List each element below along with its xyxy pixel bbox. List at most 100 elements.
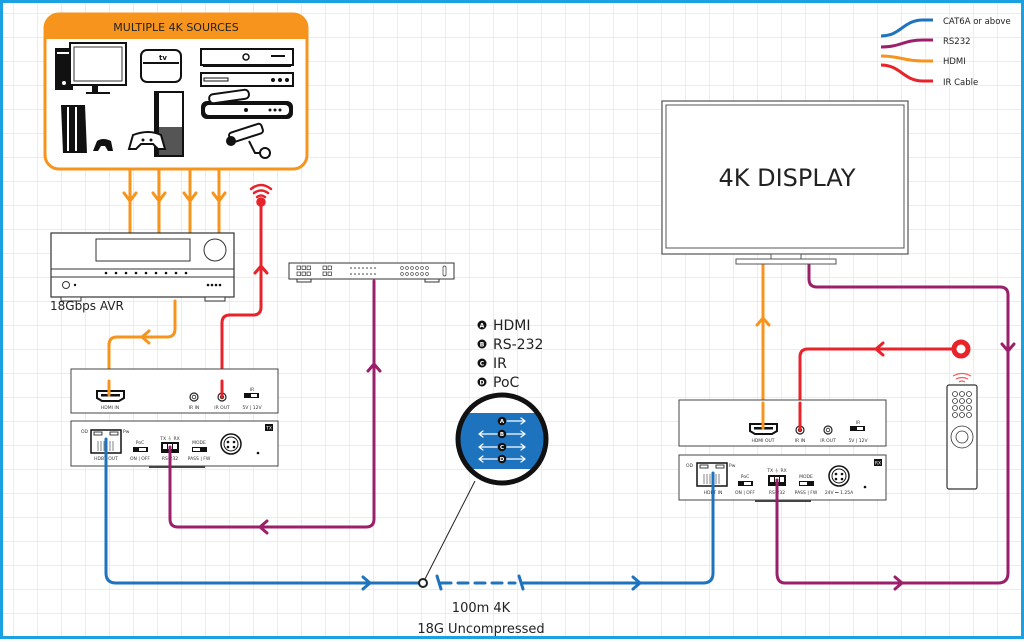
tx-pw-label: Pw <box>123 429 130 435</box>
rx-ir-voltage-switch: IR 5V | 12V <box>848 420 868 444</box>
magnifier-badge-b: B <box>500 432 504 438</box>
magnifier-badge-c: C <box>500 445 504 451</box>
bluray-player-icon <box>200 72 294 87</box>
signal-label-ir: IR <box>493 356 507 372</box>
diagram-svg: CAT6A or above RS232 HDMI IR Cable MULTI… <box>43 12 1016 637</box>
cable-box-icon <box>201 88 293 119</box>
magnifier-badge-a: A <box>500 419 505 425</box>
magnifier-badge-d: D <box>500 457 505 463</box>
rx-rs232-pins: TX ⏚ RX <box>766 467 786 474</box>
tx-badge-text: TX <box>265 426 272 432</box>
tx-led-label: OD <box>81 429 89 435</box>
playstation-icon <box>61 105 113 153</box>
tx-ir-voltage-switch: IR 5V | 12V <box>242 387 262 411</box>
signal-label-hdmi: HDMI <box>493 318 531 334</box>
tx-extender: HDMI IN IR IN IR OUT IR 5V | 12V TX OD <box>70 368 279 468</box>
tx-ir-in-port: IR IN <box>189 392 200 411</box>
rx-extender: HDMI OUT IR IN IR OUT IR 5V | 12V RX OD <box>678 399 887 502</box>
legend-label-rs232: RS232 <box>943 37 971 47</box>
tx-power-led <box>256 451 260 455</box>
hdbt-cable-tx-to-rx <box>104 441 715 591</box>
signal-item-hdmi: A HDMI <box>477 318 531 334</box>
tx-power-connector <box>220 433 242 455</box>
tx-mode-label: PASS | FW <box>188 456 211 462</box>
display-device: 4K DISPLAY <box>661 100 909 265</box>
legend-swatch-rs232 <box>880 38 933 49</box>
tx-poc-title: PoC <box>136 440 144 446</box>
legend-label-cat6a: CAT6A or above <box>943 17 1011 27</box>
rx-hdmi-out-label: HDMI OUT <box>751 438 774 444</box>
signal-badge-d: D <box>480 380 485 387</box>
signal-item-rs232: B RS-232 <box>477 337 543 353</box>
cable-callout-anchor <box>418 578 428 588</box>
tx-mode-title: MODE <box>192 440 206 446</box>
tx-hdmi-in-label: HDMI IN <box>101 405 119 411</box>
cctv-camera-icon <box>226 122 271 159</box>
rx-led-label: OD <box>686 463 694 469</box>
rx-ir-switch-label: 5V | 12V <box>848 438 868 444</box>
rx-pw-label: Pw <box>729 463 736 469</box>
rx-poc-switch: PoC ON | OFF <box>735 474 755 496</box>
signal-badge-c: C <box>480 361 485 368</box>
cable-length-label: 100m 4K <box>452 601 511 616</box>
rx-poc-title: PoC <box>741 474 749 480</box>
rx-ir-out-port: IR OUT <box>820 425 836 444</box>
set-top-box-icon <box>200 48 294 67</box>
legend-swatch-cat6a <box>880 18 933 38</box>
rx-ir-in-label: IR IN <box>795 438 806 444</box>
ir-remote-icon <box>946 372 978 490</box>
signal-list: A HDMI B RS-232 C IR D PoC <box>477 318 543 391</box>
tx-poc-switch: PoC ON | OFF <box>130 440 150 462</box>
avr-label: 18Gbps AVR <box>50 299 124 313</box>
rx-ir-out-label: IR OUT <box>820 438 836 444</box>
hdmi-cable-avr-to-tx <box>107 299 177 397</box>
tx-rs232-pins: TX ⏚ RX <box>159 435 179 442</box>
hdmi-source-cables <box>122 168 227 235</box>
rx-mode-label: PASS | FW <box>795 490 818 496</box>
tx-ir-switch-title: IR <box>250 387 254 393</box>
legend-label-ir: IR Cable <box>943 78 978 88</box>
cable-callout-line <box>424 480 476 580</box>
ir-emitter-icon <box>249 183 273 207</box>
cable-spec-label: 18G Uncompressed <box>417 622 544 637</box>
rx-mode-title: MODE <box>799 474 813 480</box>
legend-label-hdmi: HDMI <box>943 57 966 67</box>
rx-power-led <box>863 485 867 489</box>
legend: CAT6A or above RS232 HDMI IR Cable <box>880 17 1011 88</box>
avr-device <box>50 232 235 302</box>
sources-title-bar <box>45 14 307 39</box>
pc-icon <box>55 42 127 94</box>
apple-tv-icon: tv <box>140 49 182 83</box>
tx-ir-switch-label: 5V | 12V <box>242 405 262 411</box>
tx-mode-switch: MODE PASS | FW <box>188 440 211 462</box>
ir-cable-receiver-to-rx <box>798 339 971 430</box>
tx-hdmi-in-port: HDMI IN <box>96 390 125 411</box>
sources-panel: MULTIPLE 4K SOURCES tv <box>43 12 309 171</box>
legend-swatch-hdmi <box>880 54 933 63</box>
cable-magnifier: A B C D <box>455 392 549 486</box>
rx-poc-label: ON | OFF <box>735 490 755 496</box>
signal-badge-b: B <box>480 342 485 349</box>
display-label: 4K DISPLAY <box>718 164 855 192</box>
ir-cable-tx-to-emitter <box>220 203 269 397</box>
signal-label-rs232: RS-232 <box>493 337 543 353</box>
rx-mode-switch: MODE PASS | FW <box>795 474 818 496</box>
port-wire-overlays <box>104 379 802 502</box>
network-switch-device <box>288 262 455 283</box>
sources-title: MULTIPLE 4K SOURCES <box>113 21 238 34</box>
rx-ir-switch-title: IR <box>856 420 860 426</box>
rs232-cable-display-to-rx <box>775 261 1016 591</box>
apple-tv-logo: tv <box>159 54 167 62</box>
signal-item-ir: C IR <box>477 356 507 372</box>
signal-label-poc: PoC <box>493 375 520 391</box>
rx-power-label: 24V ⎓ 1.25A <box>825 490 854 496</box>
rs232-cable-tx-to-switch <box>168 279 382 535</box>
tx-badge <box>265 424 273 431</box>
signal-badge-a: A <box>480 323 485 330</box>
rx-power-connector: 24V ⎓ 1.25A <box>825 465 854 496</box>
rx-badge-text: RX <box>875 461 881 467</box>
tx-ir-in-label: IR IN <box>189 405 200 411</box>
signal-item-poc: D PoC <box>477 375 520 391</box>
tx-poc-label: ON | OFF <box>130 456 150 462</box>
